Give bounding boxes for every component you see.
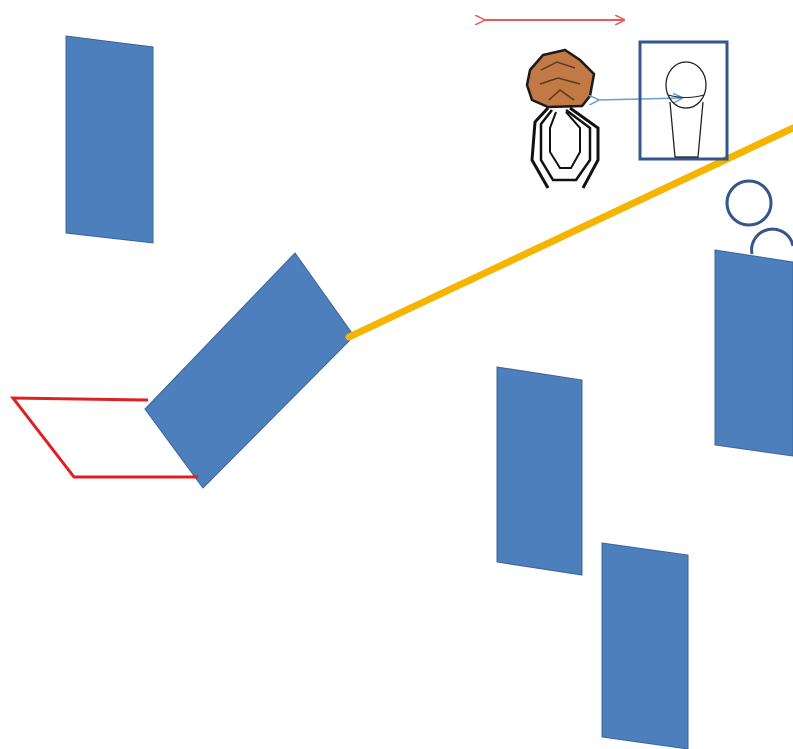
body-outline-middle xyxy=(539,109,592,182)
body-outline-inner xyxy=(549,111,581,169)
panel-angled xyxy=(144,252,355,489)
circle-icon-partial xyxy=(750,227,793,255)
reflection-ray xyxy=(345,124,793,341)
panel-bottom xyxy=(601,542,689,749)
circle-icon xyxy=(725,179,773,227)
person-head-icon xyxy=(525,48,600,189)
panel-floor-footprint xyxy=(9,396,198,479)
microphone-inset-frame xyxy=(638,40,729,161)
panel-top-left xyxy=(65,35,154,244)
microphone-handle xyxy=(669,101,704,158)
panel-right-edge xyxy=(714,249,793,457)
body-outline-outer xyxy=(530,106,600,189)
panel-middle xyxy=(496,366,583,576)
hand-held-microphone-icon xyxy=(638,40,729,161)
microphone-head xyxy=(665,61,707,109)
